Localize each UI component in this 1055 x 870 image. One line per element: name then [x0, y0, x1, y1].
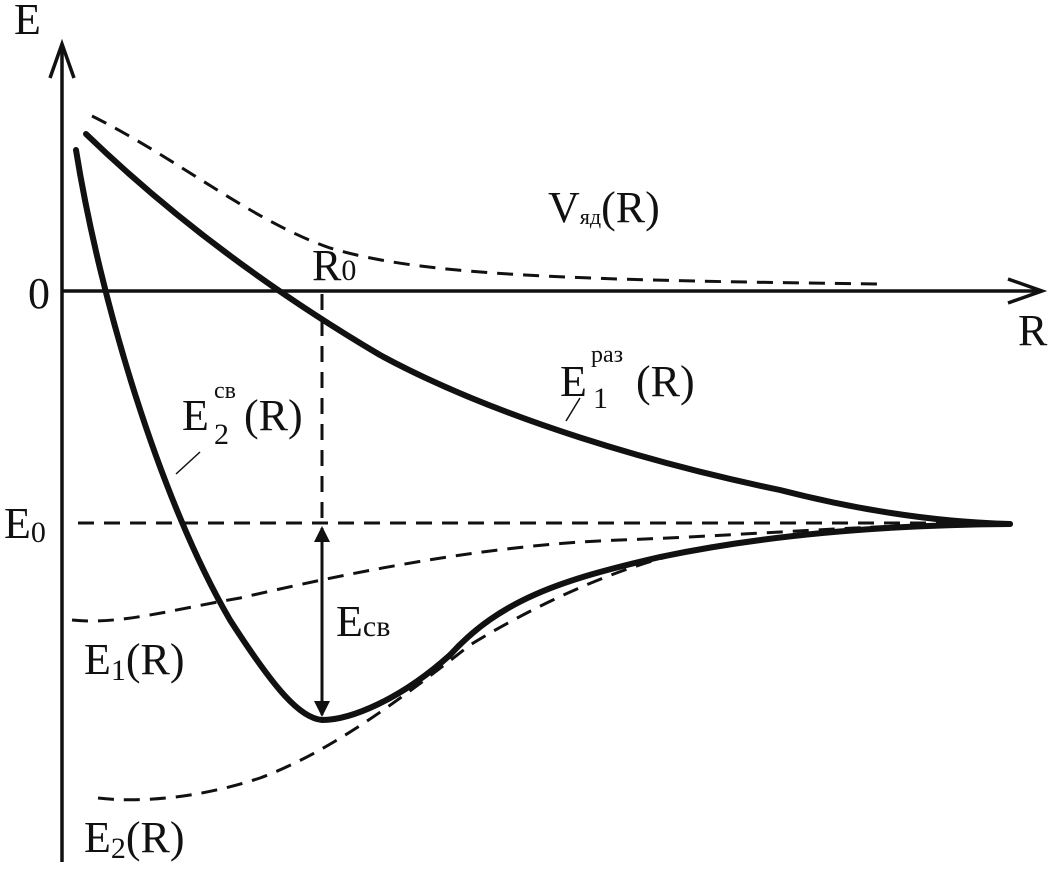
- distance-axis-arrowhead: [1007, 277, 1048, 305]
- distance-axis-label: R: [1018, 306, 1048, 355]
- e0-sub: 0: [31, 516, 46, 549]
- e1-label: E1(R): [84, 635, 185, 687]
- e1-antibonding-main: E: [560, 357, 587, 406]
- r0-sub: 0: [341, 254, 356, 287]
- r0-main: R: [312, 241, 342, 290]
- e2-bonding-leader: [175, 451, 201, 475]
- e2-bonding-curve: [73, 147, 1013, 723]
- e1-antibonding-curve: [83, 131, 1013, 527]
- e2-label: E2(R): [84, 813, 185, 865]
- e1-curve: [71, 522, 961, 623]
- v-nuclear-arg: (R): [601, 183, 660, 232]
- v-nuclear-sub: яд: [580, 204, 601, 229]
- e2-main: E: [84, 813, 111, 862]
- e1-arg: (R): [126, 635, 185, 684]
- e2-arg: (R): [126, 813, 185, 862]
- v-nuclear-main: V: [548, 183, 580, 232]
- e2-bonding-main: E: [182, 391, 209, 440]
- binding-energy-main: E: [336, 597, 363, 646]
- energy-axis-arrowhead: [48, 38, 76, 79]
- e2-bonding-sup: св: [214, 378, 236, 404]
- e0-label: E0: [4, 499, 46, 549]
- e0-main: E: [4, 499, 31, 548]
- e1-sub: 1: [111, 654, 126, 687]
- v-nuclear-curve: [91, 114, 881, 286]
- e2-sub: 2: [111, 832, 126, 865]
- energy-axis-label: E: [14, 0, 41, 44]
- zero-label: 0: [28, 269, 50, 318]
- e1-antibonding-sub: 1: [593, 382, 608, 415]
- r0-label: R0: [312, 241, 356, 290]
- binding-energy-sub: св: [363, 610, 390, 643]
- e2-curve: [97, 544, 731, 802]
- v-nuclear-label: Vяд(R): [548, 183, 660, 232]
- e1-antibonding-label: E раз 1 (R): [560, 323, 695, 418]
- e1-antibonding-leader: [565, 397, 581, 422]
- e2-bonding-label: E св 2 (R): [182, 359, 303, 454]
- e1-antibonding-sup: раз: [591, 342, 623, 368]
- e2-bonding-sub: 2: [214, 418, 229, 451]
- e1-antibonding-arg: (R): [636, 357, 695, 406]
- binding-energy-label: Eсв: [336, 597, 390, 646]
- e2-bonding-arg: (R): [244, 391, 303, 440]
- e1-main: E: [84, 635, 111, 684]
